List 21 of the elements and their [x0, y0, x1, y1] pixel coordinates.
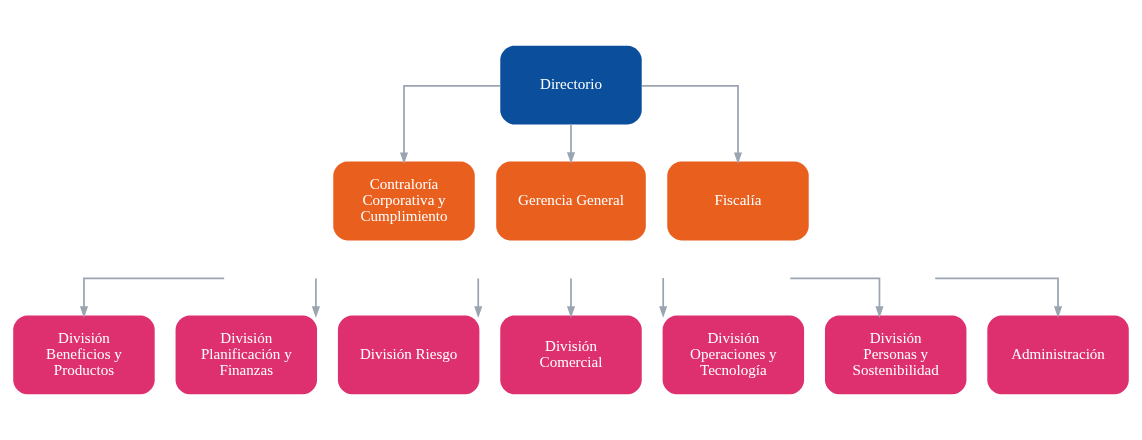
arrow [566, 277, 576, 318]
arrow [399, 85, 502, 165]
arrow [934, 277, 1063, 318]
node-box: División Planificación y Finanzas [175, 315, 318, 395]
arrow [79, 277, 226, 318]
node-box: División Operaciones y Tecnología [662, 315, 805, 395]
arrow [474, 277, 483, 318]
arrow [789, 277, 884, 318]
node-box: División Personas y Sostenibilidad [824, 315, 967, 395]
node-box: Contraloría Corporativa y Cumplimiento [333, 161, 475, 241]
node-box: División Riesgo [337, 315, 480, 395]
node-box: Gerencia General [496, 161, 646, 241]
node-box: Directorio [500, 45, 642, 125]
arrow [566, 123, 576, 164]
node-box: Fiscalía [667, 161, 809, 241]
arrow [311, 277, 320, 318]
node-box: División Comercial [500, 315, 642, 395]
node-box: División Beneficios y Productos [13, 315, 155, 395]
node-box: Administración [987, 315, 1129, 395]
arrow [640, 85, 743, 165]
arrow [659, 277, 668, 318]
